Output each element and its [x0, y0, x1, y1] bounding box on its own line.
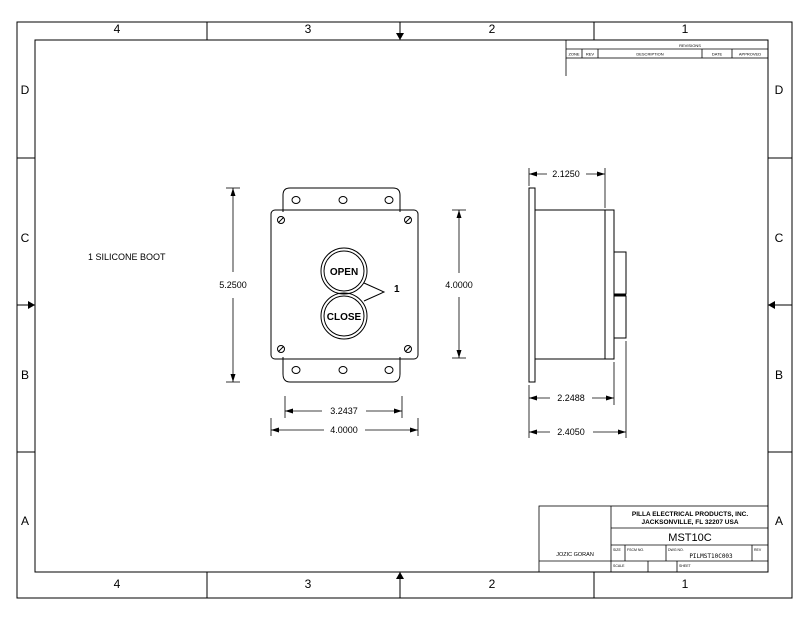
top-flange [282, 187, 401, 212]
front-dim-arrows [230, 188, 462, 433]
dim-overall-height: 5.2500 [219, 280, 247, 290]
mount-hole [338, 366, 348, 374]
dim-box-width: 4.0000 [330, 425, 358, 435]
corner-screw [277, 345, 285, 353]
col-label-top: 4 [114, 22, 121, 36]
center-arrow-right [768, 301, 775, 309]
callout-number: 1 [394, 284, 400, 295]
close-button-label: CLOSE [327, 312, 362, 323]
dim-depth-bottom: 2.4050 [557, 427, 585, 437]
mount-hole [384, 366, 394, 374]
dwg-number: PILMST10C003 [689, 553, 733, 560]
dim-box-height: 4.0000 [445, 280, 473, 290]
revisions-header: REV [586, 52, 595, 57]
size-label: SIZE [613, 548, 621, 552]
row-label-left: D [21, 83, 30, 97]
company-address: JACKSONVILLE, FL 32207 USA [641, 519, 738, 526]
mount-hole [291, 196, 301, 204]
row-label-left: A [21, 514, 29, 528]
corner-screw [404, 216, 412, 224]
col-label-top: 3 [305, 22, 312, 36]
center-arrow-top [396, 33, 404, 40]
part-number: MST10C [668, 532, 711, 544]
rev-label: REV [754, 548, 762, 552]
revisions-header: APPROVED [739, 52, 761, 57]
front-view [270, 187, 419, 383]
enclosure-box [270, 209, 419, 360]
side-dimensions [528, 168, 627, 438]
col-label-bottom: 3 [305, 577, 312, 591]
row-label-left: C [21, 231, 30, 245]
mount-hole [291, 366, 301, 374]
row-label-right: D [775, 83, 784, 97]
row-label-right: C [775, 231, 784, 245]
revisions-header: ZONE [568, 52, 579, 57]
col-label-bottom: 2 [489, 577, 496, 591]
mount-hole [338, 196, 348, 204]
dim-hole-width: 3.2437 [330, 406, 358, 416]
revisions-block [565, 39, 769, 76]
title-block [538, 505, 769, 573]
scale-label: SCALE [613, 564, 625, 568]
revisions-header: DESCRIPTION [636, 52, 663, 57]
side-view [528, 187, 627, 383]
revisions-header: DATE [712, 52, 723, 57]
col-label-top: 1 [682, 22, 689, 36]
side-button-lower [613, 295, 627, 339]
corner-screw [404, 345, 412, 353]
mount-hole [384, 196, 394, 204]
company-name: PILLA ELECTRICAL PRODUCTS, INC. [632, 511, 748, 518]
callout-leader [363, 282, 386, 302]
open-button-outer [320, 247, 368, 295]
side-body [534, 209, 615, 360]
outer-frame [16, 21, 793, 599]
center-arrow-bottom [396, 572, 404, 579]
open-button-inner [323, 250, 365, 292]
row-label-left: B [21, 368, 29, 382]
dim-depth-top: 2.1250 [552, 169, 580, 179]
close-button-outer [320, 292, 368, 340]
row-label-right: A [775, 514, 783, 528]
sheet-label: SHEET [679, 564, 692, 568]
center-arrow-left [28, 301, 35, 309]
col-label-bottom: 1 [682, 577, 689, 591]
side-dim-arrows [529, 171, 626, 435]
fscm-label: FSCM NO. [627, 548, 644, 552]
col-label-bottom: 4 [114, 577, 121, 591]
bottom-flange [282, 357, 401, 383]
side-flange [528, 187, 536, 383]
side-button-upper [613, 251, 627, 295]
drawn-by: JOZIC GORAN [556, 552, 594, 558]
silicone-boot-note: 1 SILICONE BOOT [88, 252, 166, 262]
col-label-top: 2 [489, 22, 496, 36]
dwg-label: DWG NO. [668, 548, 684, 552]
dim-depth-mid: 2.2488 [557, 393, 585, 403]
open-button-label: OPEN [330, 267, 358, 278]
revisions-title: REVISIONS [679, 43, 701, 48]
corner-screw [277, 216, 285, 224]
row-label-right: B [775, 368, 783, 382]
inner-frame [34, 39, 769, 573]
close-button-inner [323, 295, 365, 337]
